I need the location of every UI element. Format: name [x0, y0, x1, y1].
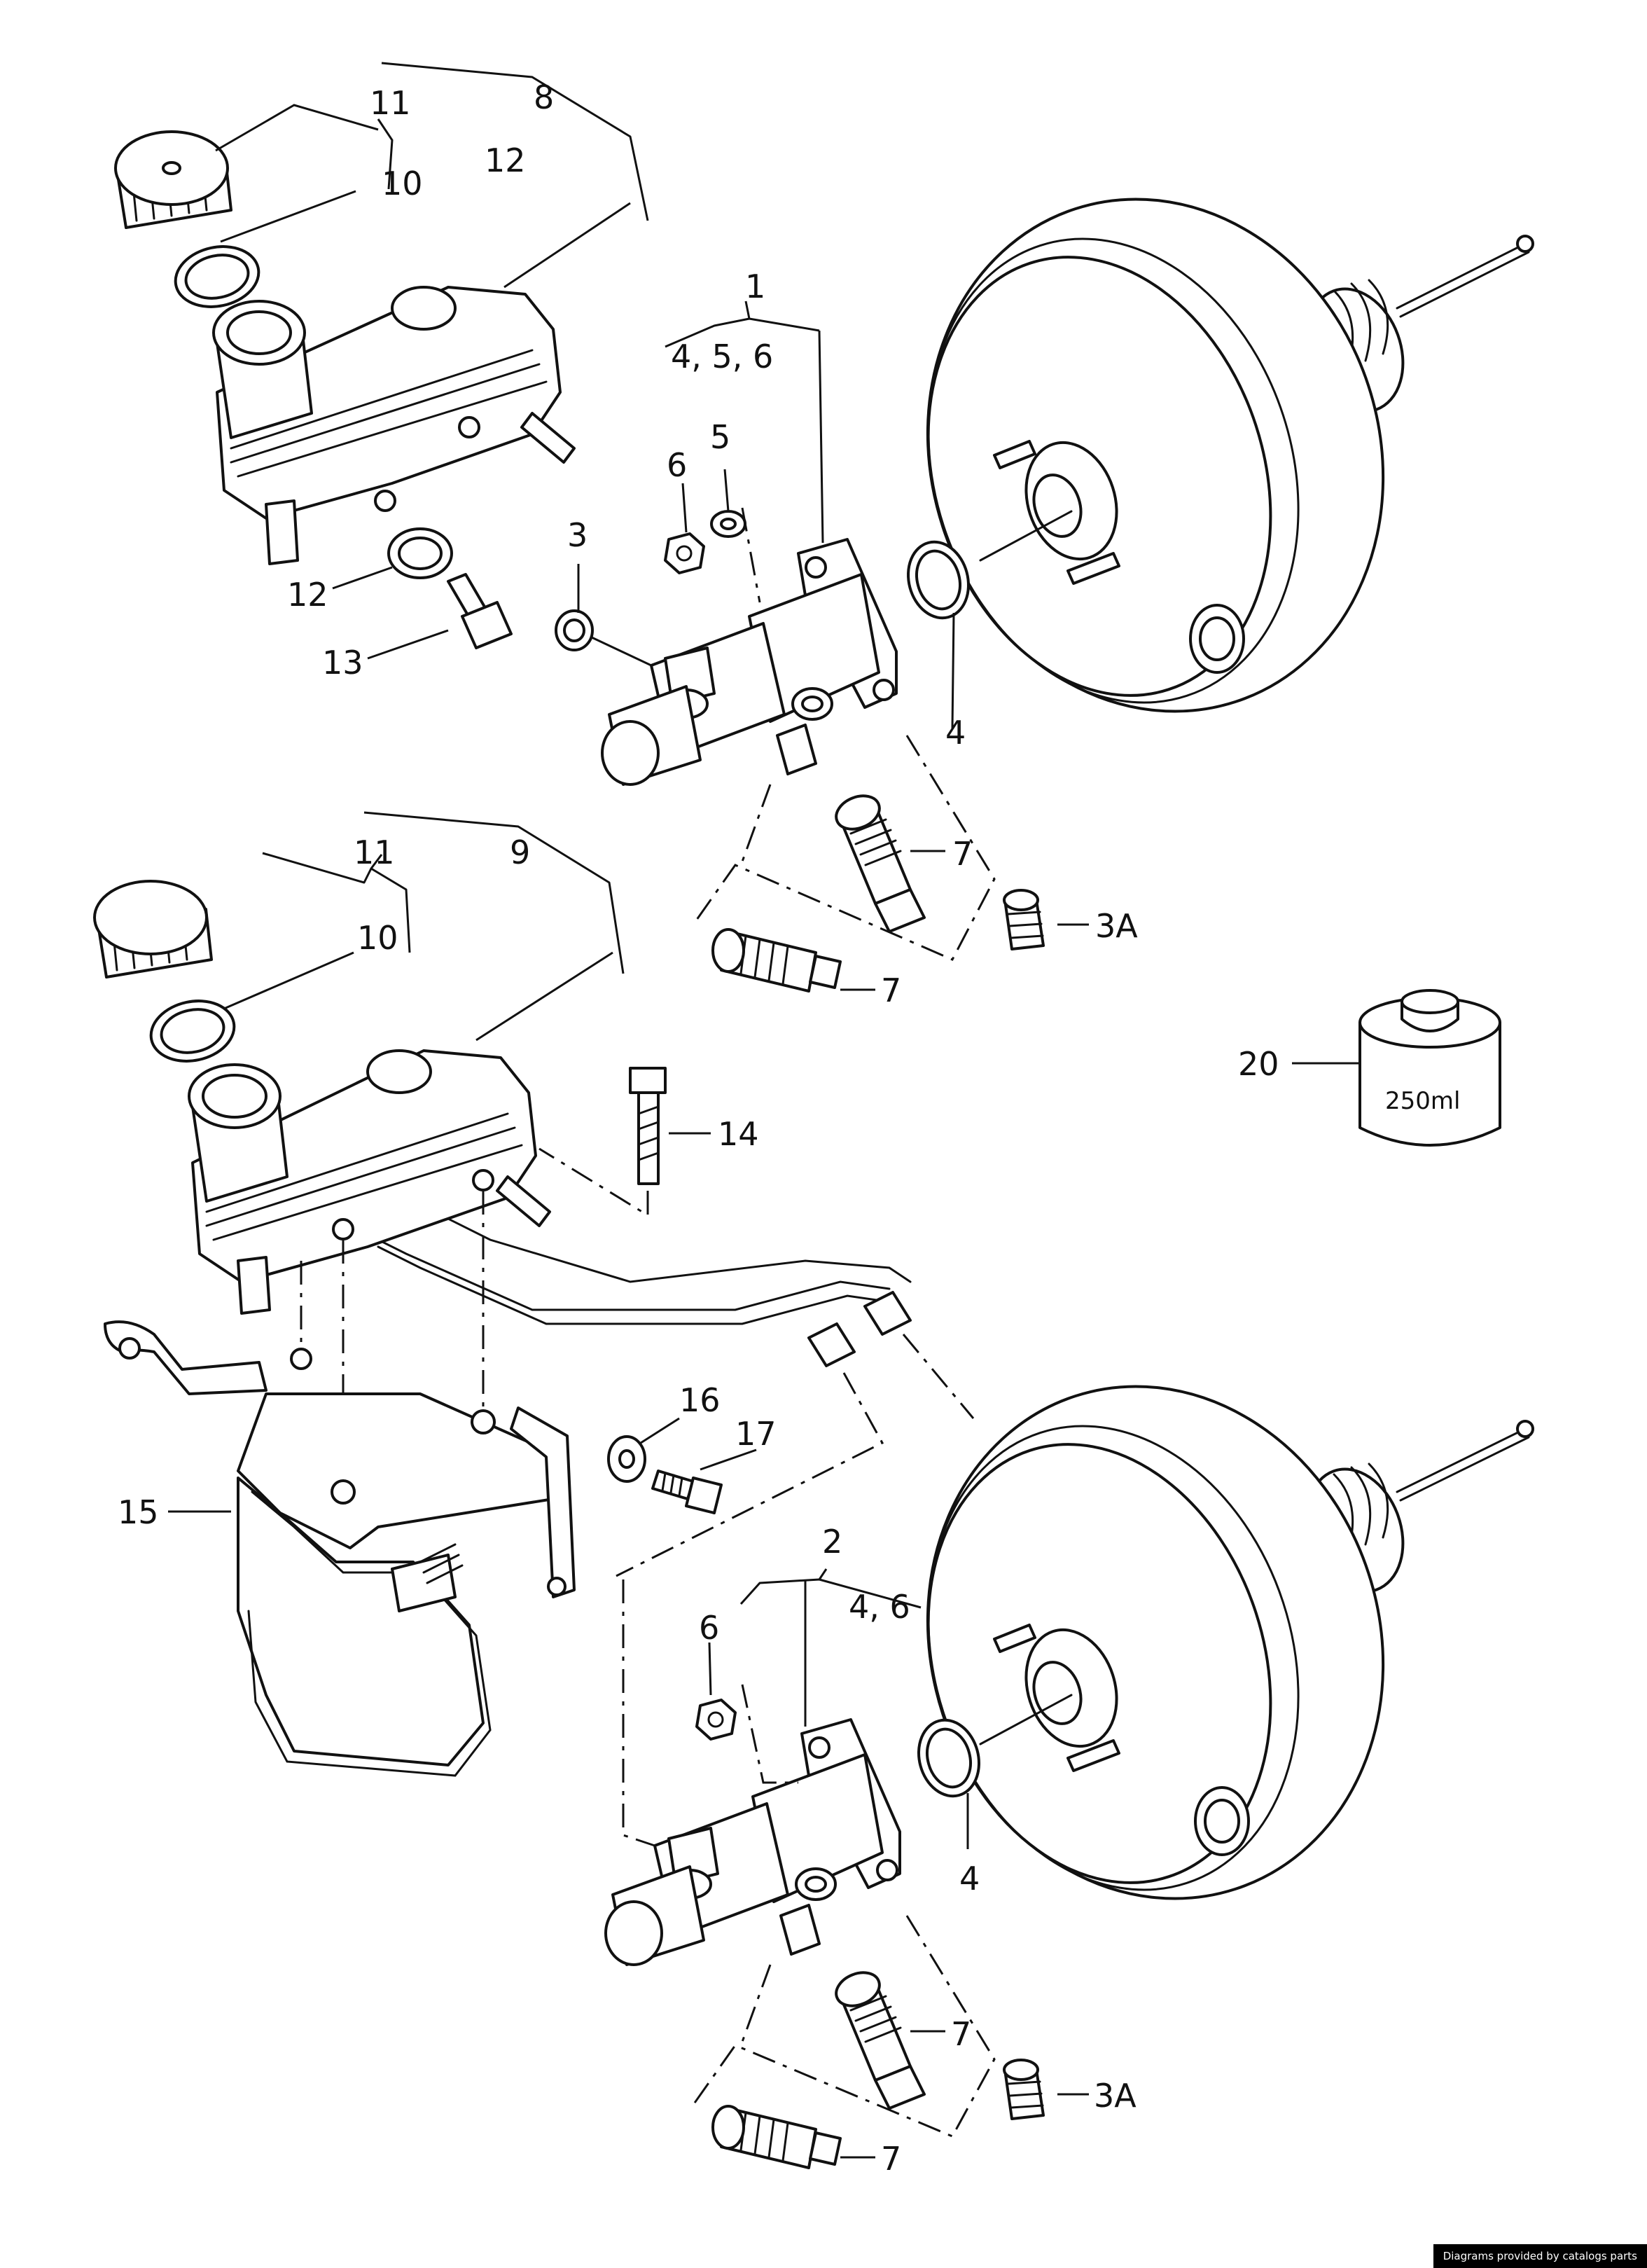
- callout-9: 9: [510, 834, 530, 871]
- callout-3-top: 3: [567, 516, 588, 554]
- callout-14: 14: [718, 1115, 759, 1153]
- reservoir-bottom: [188, 1049, 551, 1492]
- master-cylinder-top: [601, 538, 898, 786]
- callout-7-bottom-a: 7: [951, 2015, 971, 2053]
- brake-booster-bottom: [926, 1385, 1534, 1900]
- washer-16: [607, 1435, 646, 1483]
- bolt-17: [651, 1470, 723, 1514]
- callout-1: 1: [745, 268, 765, 305]
- fluid-can-volume: 250ml: [1385, 1087, 1460, 1115]
- callout-6-top: 6: [667, 446, 687, 484]
- callout-6-bottom: 6: [699, 1609, 719, 1647]
- brake-fluid-can: 250ml 20: [1238, 989, 1501, 1147]
- callout-5-top: 5: [710, 418, 730, 456]
- sensor-7b-bottom: [711, 2105, 842, 2169]
- callout-12-top-b: 12: [287, 576, 328, 614]
- callout-2-sub: 4, 6: [849, 1588, 910, 1626]
- bottom-assembly: 11 9 10 14 15 16 17 2 4, 6 6 4 7 7 3A: [93, 811, 1534, 2178]
- callout-8: 8: [534, 78, 554, 116]
- seal-10-bottom: [149, 1000, 236, 1063]
- callout-7-top-b: 7: [881, 971, 901, 1009]
- reservoir-top: [212, 286, 576, 565]
- callout-16: 16: [679, 1381, 721, 1419]
- callout-20: 20: [1238, 1045, 1279, 1083]
- sensor-7b-top: [711, 928, 842, 993]
- callout-17: 17: [735, 1415, 777, 1453]
- callout-3a-bottom: 3A: [1094, 2077, 1137, 2115]
- plug-3-top: [555, 609, 652, 667]
- callout-13: 13: [322, 644, 363, 682]
- cap-11-bottom: [93, 880, 213, 979]
- nut-6-washer-5-top: [664, 510, 746, 574]
- callout-7-top-a: 7: [952, 835, 973, 873]
- bracket-15: [104, 1320, 576, 1777]
- top-assembly: 11 10 8 12 1 4, 5, 6 6 5 3 4 12 13 7 7 3…: [114, 62, 1534, 1009]
- bolt-13-top: [447, 573, 513, 649]
- plug-3a-top: [1003, 889, 1045, 950]
- seal-ring-4-top: [907, 540, 970, 620]
- callout-10-bottom: 10: [357, 919, 398, 957]
- callout-11-top: 11: [370, 84, 411, 122]
- cap-11-top: [114, 130, 232, 229]
- callout-3a-top: 3A: [1095, 907, 1138, 945]
- nut-6-bottom: [695, 1699, 737, 1741]
- sensor-7a-top: [835, 794, 926, 933]
- callout-4-bottom: 4: [959, 1860, 980, 1897]
- grommet-12-top: [387, 527, 453, 579]
- callout-1-sub: 4, 5, 6: [671, 338, 773, 375]
- bolt-14: [538, 1067, 667, 1217]
- seal-ring-4-bottom: [917, 1718, 980, 1798]
- credit-badge: Diagrams provided by catalogs parts: [1433, 2244, 1647, 2268]
- brake-lines: [363, 1203, 975, 1577]
- callout-15: 15: [118, 1493, 159, 1531]
- master-cylinder-bottom: [604, 1718, 901, 1966]
- callout-12-top-a: 12: [485, 141, 526, 179]
- callout-7-bottom-b: 7: [881, 2140, 901, 2178]
- callout-10-top: 10: [382, 165, 423, 202]
- brake-booster-top: [926, 198, 1534, 713]
- callout-2: 2: [822, 1523, 842, 1561]
- sensor-7a-bottom: [835, 1971, 926, 2110]
- callout-11-bottom: 11: [354, 834, 395, 871]
- plug-3a-bottom: [1003, 2059, 1045, 2120]
- callout-4-top: 4: [945, 714, 966, 752]
- seal-10-top: [174, 245, 260, 308]
